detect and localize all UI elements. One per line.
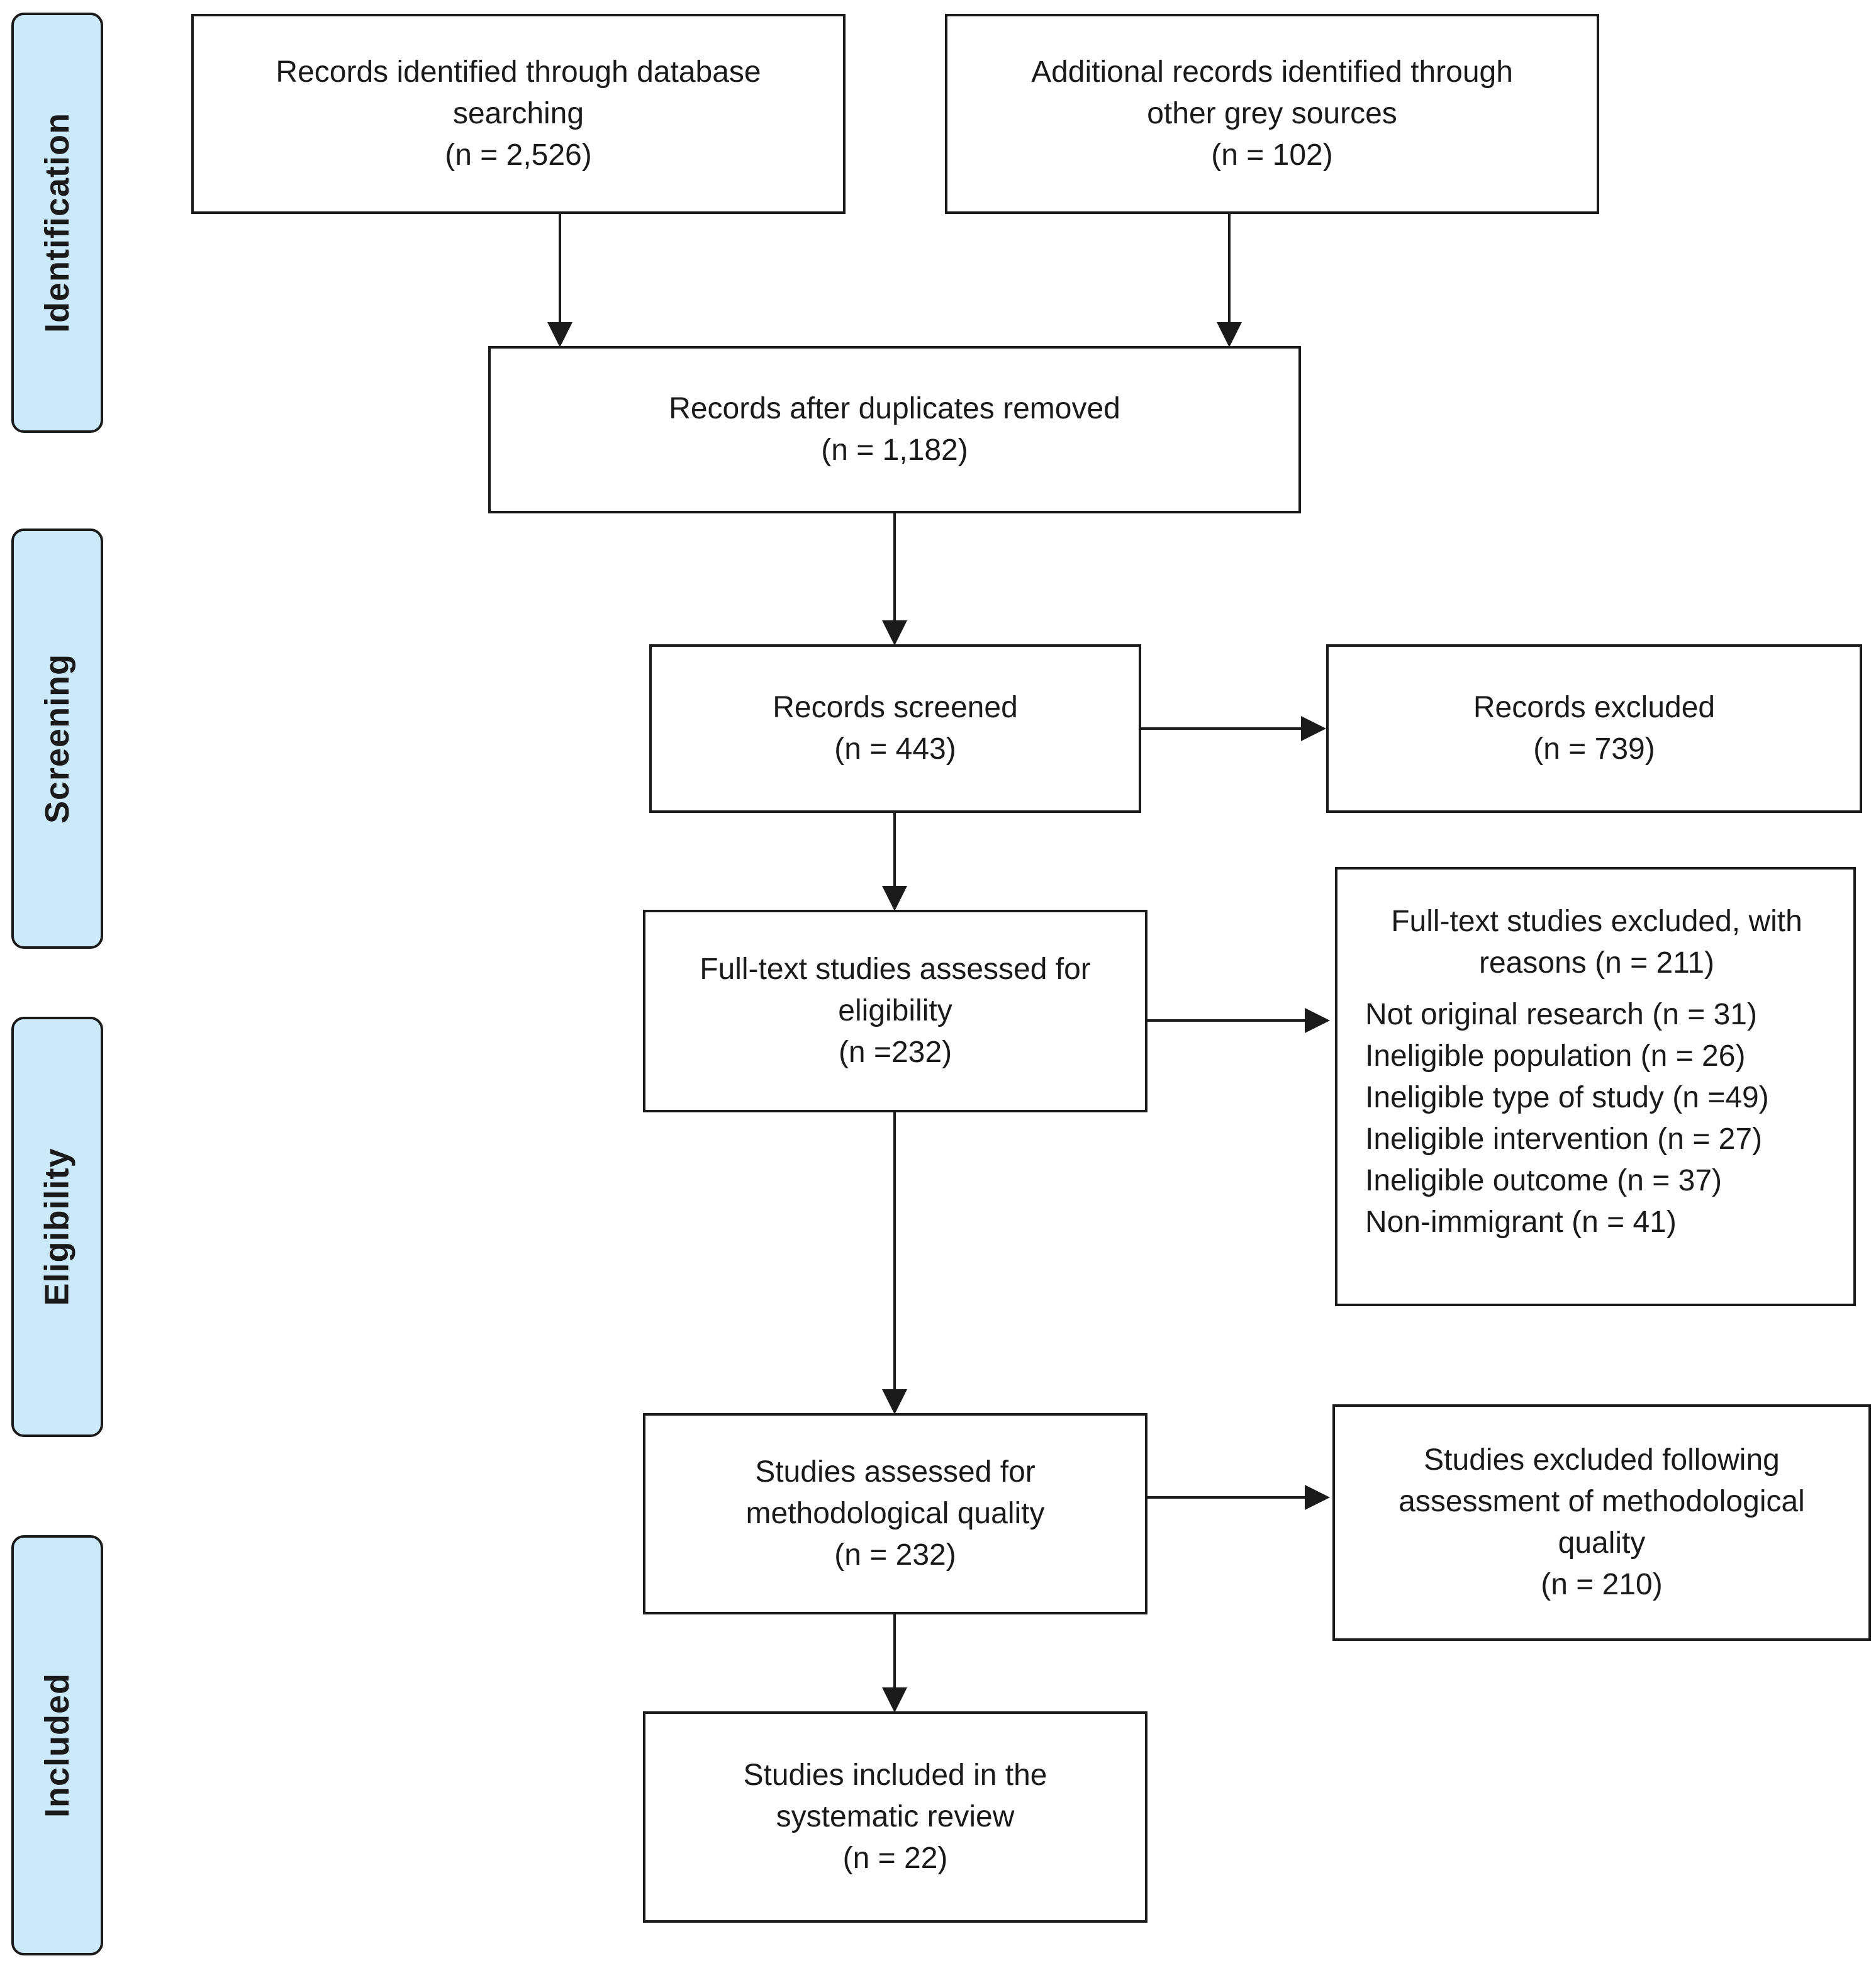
box-text-line: searching xyxy=(452,97,584,130)
box-text-line: eligibility xyxy=(838,994,952,1027)
box-text-line: methodological quality xyxy=(745,1497,1045,1530)
box-quality-excluded: Studies excluded following assessment of… xyxy=(1332,1404,1871,1641)
box-records-excluded: Records excluded (n = 739) xyxy=(1326,644,1862,813)
box-text-line: Records identified through database xyxy=(276,55,761,89)
box-text-line: Additional records identified through xyxy=(1031,55,1513,89)
exclusion-reason: Ineligible outcome (n = 37) xyxy=(1365,1164,1722,1197)
box-records-screened: Records screened (n = 443) xyxy=(649,644,1141,813)
box-fulltext-excluded: Full-text studies excluded, with reasons… xyxy=(1335,867,1856,1306)
box-text-line: Studies excluded following xyxy=(1424,1443,1780,1477)
box-count: (n = 2,526) xyxy=(445,138,592,172)
exclusion-reason: Ineligible population (n = 26) xyxy=(1365,1039,1746,1073)
exclusion-reason: Non-immigrant (n = 41) xyxy=(1365,1205,1677,1239)
box-count: (n = 102) xyxy=(1211,138,1333,172)
exclusion-reasons-list: Not original research (n = 31) Ineligibl… xyxy=(1365,994,1828,1243)
box-text-line: Records screened xyxy=(773,691,1018,724)
box-text-line: Records excluded xyxy=(1473,691,1716,724)
box-fulltext-assessed: Full-text studies assessed for eligibili… xyxy=(643,910,1147,1112)
phase-eligibility-label: Eligibility xyxy=(11,1017,103,1437)
box-duplicates-removed: Records after duplicates removed (n = 1,… xyxy=(488,346,1301,513)
phase-included-label: Included xyxy=(11,1535,103,1955)
box-studies-included: Studies included in the systematic revie… xyxy=(643,1711,1147,1923)
box-text-line: systematic review xyxy=(776,1800,1015,1833)
box-count: (n = 210) xyxy=(1541,1568,1663,1601)
exclusion-reason: Ineligible intervention (n = 27) xyxy=(1365,1122,1763,1156)
box-count: (n =232) xyxy=(838,1036,952,1069)
box-count: (n = 232) xyxy=(834,1538,956,1572)
box-text-line: Studies included in the xyxy=(743,1759,1047,1792)
box-count: (n = 443) xyxy=(834,732,956,766)
box-text-line: quality xyxy=(1558,1526,1646,1560)
box-count: (n = 22) xyxy=(842,1842,948,1875)
box-text-line: other grey sources xyxy=(1147,97,1397,130)
box-count: (n = 1,182) xyxy=(821,433,968,467)
box-text-line: Studies assessed for xyxy=(755,1455,1036,1489)
box-grey-sources: Additional records identified through ot… xyxy=(945,14,1599,214)
box-text-line: assessment of methodological xyxy=(1399,1485,1805,1518)
phase-screening-label: Screening xyxy=(11,528,103,949)
box-methodological-quality: Studies assessed for methodological qual… xyxy=(643,1413,1147,1614)
box-database-records: Records identified through database sear… xyxy=(191,14,846,214)
exclusion-reason: Not original research (n = 31) xyxy=(1365,998,1757,1031)
fulltext-excluded-title: Full-text studies excluded, with reasons… xyxy=(1391,905,1802,980)
box-text-line: Full-text studies assessed for xyxy=(700,953,1091,986)
phase-identification-label: Identification xyxy=(11,13,103,433)
exclusion-reason: Ineligible type of study (n =49) xyxy=(1365,1081,1769,1114)
box-text-line: Records after duplicates removed xyxy=(669,392,1120,425)
box-count: (n = 739) xyxy=(1533,732,1655,766)
